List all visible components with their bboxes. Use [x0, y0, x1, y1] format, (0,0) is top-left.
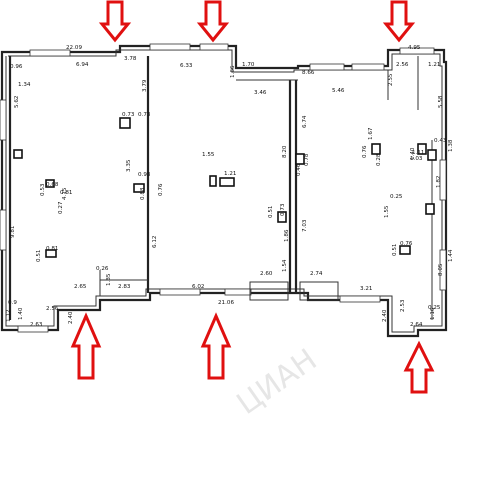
dim-label: 1.12: [6, 310, 12, 322]
dim-label: 1.03: [410, 156, 423, 162]
dim-label: 1.66: [230, 65, 236, 78]
dim-label: 0.76: [362, 145, 368, 158]
dim-label: 2.65: [74, 284, 87, 290]
dim-label: 3.21: [360, 286, 373, 292]
dim-label: 0.81: [46, 246, 59, 252]
dim-label: 3.35: [126, 159, 132, 172]
arrow-down-icon: [382, 0, 416, 43]
dim-label: 0.78: [304, 153, 310, 166]
arrow-down-icon: [196, 0, 230, 43]
dim-label: 1.11: [412, 150, 425, 156]
dim-label: 1.55: [384, 205, 390, 218]
dim-label: 8.66: [302, 70, 315, 76]
dim-label: 0.25: [428, 305, 441, 311]
dim-label: 2.53: [400, 299, 406, 312]
dim-label: 5.46: [332, 88, 345, 94]
dim-label: 0.81: [60, 190, 73, 196]
dim-label: 4.15: [62, 187, 68, 200]
dim-label: 0.73: [280, 203, 286, 216]
dim-label: 1.67: [368, 127, 374, 140]
dim-label: 2.64: [410, 322, 423, 328]
dim-label: 0.51: [36, 249, 42, 262]
entrance-arrows: [70, 0, 435, 394]
dim-label: 1.40: [18, 307, 24, 320]
dim-label: 0.76: [400, 241, 413, 247]
dim-label: 0.96: [10, 64, 23, 70]
watermark-text: ЦИАН: [231, 342, 324, 422]
dim-label: 1.21: [428, 62, 441, 68]
dim-label: 6.74: [302, 115, 308, 128]
dim-label: 1.54: [282, 259, 288, 272]
dim-label: 22.09: [66, 45, 82, 51]
dim-label: 6.94: [76, 62, 89, 68]
dim-label: 0.88: [140, 187, 146, 200]
dim-label: 1.16: [430, 307, 436, 320]
dim-label: 1.40: [410, 147, 416, 160]
dim-label: 0.51: [392, 243, 398, 256]
dim-label: 0.25: [390, 194, 403, 200]
outer-walls: [0, 44, 448, 338]
dim-label: 5.58: [438, 95, 444, 108]
dim-label: 3.79: [142, 79, 148, 92]
dimension-labels-horizontal: 22.09 6.94 3.78 6.33 1.70 8.66 4.95 2.56…: [8, 45, 447, 328]
dim-label: 1.70: [242, 62, 255, 68]
dim-label: 2.40: [382, 309, 388, 322]
dim-label: 1.35: [106, 273, 112, 286]
dim-label: 3.78: [124, 56, 137, 62]
dim-label: 9.81: [10, 225, 16, 238]
dim-label: 8.05: [438, 263, 444, 276]
dim-label: 0.68: [46, 182, 59, 188]
dim-label: 1.44: [448, 249, 454, 262]
arrow-up-icon: [403, 340, 435, 394]
balcony-niches: [249, 281, 339, 301]
dim-label: 5.62: [14, 96, 20, 108]
dim-label: 0.93: [138, 172, 151, 178]
dim-label: 2.63: [30, 322, 43, 328]
interior-walls: [8, 56, 433, 320]
dim-label: 7.03: [302, 219, 308, 232]
dimension-labels-vertical: 5.62 3.79 1.66 3.35 9.81 4.15 8.20 6.74 …: [6, 65, 454, 324]
dim-label: 1.82: [436, 176, 442, 188]
dim-label: 0.27: [58, 201, 64, 214]
dim-label: 6.12: [152, 236, 158, 248]
dim-label: 3.46: [254, 90, 267, 96]
dim-label: 2.83: [118, 284, 131, 290]
dim-label: 2.56: [396, 62, 409, 68]
dim-label: 0.73: [122, 112, 135, 118]
dim-label: 1.55: [202, 152, 215, 158]
dim-label: 4.95: [408, 45, 421, 51]
dim-label: 8.20: [282, 145, 288, 158]
dim-label: 0.43: [434, 138, 447, 144]
dim-label: 6.02: [192, 284, 204, 290]
dim-label: 0.28: [376, 153, 382, 166]
dim-label: 0.76: [158, 183, 164, 196]
dim-label: 2.60: [260, 271, 273, 277]
arrow-up-icon: [200, 312, 232, 380]
windows: [0, 43, 447, 333]
dim-label: 6.33: [180, 63, 193, 69]
dim-label: 0.26: [96, 266, 109, 272]
dim-label: 1.38: [448, 139, 454, 152]
dim-label: 2.74: [310, 271, 323, 277]
dim-label: 1.86: [284, 229, 290, 242]
dim-label: 0.9: [8, 300, 17, 306]
dim-label: 0.73: [138, 112, 151, 118]
dim-label: 0.53: [40, 183, 46, 196]
dim-label: 0.51: [268, 205, 274, 218]
dim-label: 1.34: [18, 82, 31, 88]
dim-label: 1.21: [224, 171, 237, 177]
dim-label: 21.06: [218, 300, 234, 306]
dim-label: 2.56: [46, 306, 59, 312]
arrow-up-icon: [70, 312, 102, 380]
columns: [13, 117, 437, 258]
arrow-down-icon: [98, 0, 132, 43]
dim-label: 2.40: [68, 311, 74, 324]
dim-label: 2.55: [388, 73, 394, 86]
dim-label: 0.46: [296, 163, 302, 176]
